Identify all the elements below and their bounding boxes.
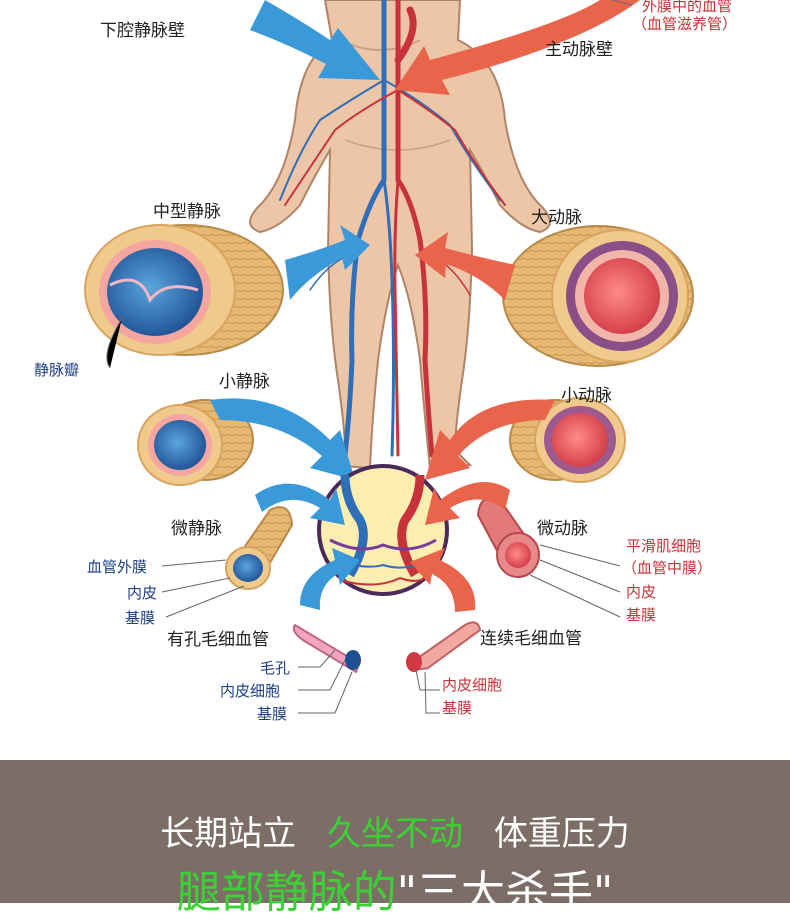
valve-flap — [109, 278, 199, 304]
headline-white: "三大杀手" — [396, 867, 614, 918]
label-small-vein: 小静脉 — [219, 372, 270, 392]
arrow-continuous — [410, 548, 476, 612]
label-ivc-wall: 下腔静脉壁 — [100, 21, 185, 41]
bottom-banner: 长期站立 久坐不动 体重压力 腿部静脉的"三大杀手" — [0, 760, 790, 918]
cause-sitting: 久坐不动 — [327, 814, 463, 854]
headline: 腿部静脉的"三大杀手" — [0, 856, 790, 920]
label-continuous-capillary: 连续毛细血管 — [480, 629, 582, 649]
label-small-artery: 小动脉 — [561, 386, 612, 406]
arrow-ivc — [250, 0, 380, 80]
artery-network — [284, 0, 506, 458]
label-arteriole: 微动脉 — [537, 519, 588, 539]
arrow-large-artery — [415, 232, 515, 300]
arrow-venule — [255, 483, 345, 525]
arrow-small-artery — [425, 399, 555, 480]
label-basement-membrane-left-2: 基膜 — [257, 705, 288, 723]
label-vasa-vasorum: （血管滋养管） — [632, 15, 738, 33]
label-large-artery: 大动脉 — [531, 208, 582, 228]
label-venule: 微静脉 — [171, 519, 222, 539]
label-basement-membrane-right-2: 基膜 — [442, 699, 473, 717]
arrow-fenestrated — [300, 548, 360, 610]
label-tunica-media: （血管中膜） — [622, 559, 713, 577]
headline-green: 腿部静脉的 — [176, 867, 397, 918]
label-pore: 毛孔 — [260, 659, 291, 677]
circulation-diagram — [84, 0, 694, 714]
large-artery-section — [502, 225, 694, 367]
label-endothelium-left: 内皮 — [127, 584, 158, 602]
label-endothelium-right: 内皮 — [626, 583, 657, 601]
arrow-medium-vein — [285, 225, 370, 300]
label-endothelial-cell-right: 内皮细胞 — [442, 676, 503, 694]
arteriole-section — [476, 496, 540, 578]
cause-standing: 长期站立 — [160, 814, 297, 854]
label-endothelial-cell-left: 内皮细胞 — [220, 682, 281, 700]
label-venous-valve: 静脉瓣 — [34, 361, 80, 379]
cause-weight: 体重压力 — [493, 814, 630, 854]
fenestrated-capillary-vessel — [292, 623, 361, 674]
continuous-capillary-vessel — [406, 621, 482, 672]
label-smooth-muscle: 平滑肌细胞 — [626, 537, 702, 555]
label-basement-membrane-right: 基膜 — [626, 606, 657, 624]
medium-vein-section — [84, 224, 284, 369]
label-basement-membrane-left: 基膜 — [125, 609, 156, 627]
arrow-aorta — [395, 0, 640, 95]
label-medium-vein: 中型静脉 — [153, 202, 221, 222]
label-aorta-wall: 主动脉壁 — [545, 40, 613, 60]
label-fenestrated-capillary: 有孔毛细血管 — [167, 630, 269, 650]
label-adventitia-vessels: 外膜中的血管 — [642, 0, 733, 15]
arrow-arteriole — [425, 482, 510, 525]
vein-network — [279, 0, 501, 458]
cause-list: 长期站立 久坐不动 体重压力 — [0, 806, 790, 855]
label-adventitia: 血管外膜 — [87, 558, 148, 576]
arrow-small-vein — [210, 398, 355, 480]
venule-section — [225, 506, 294, 590]
leader-lines — [161, 0, 633, 714]
